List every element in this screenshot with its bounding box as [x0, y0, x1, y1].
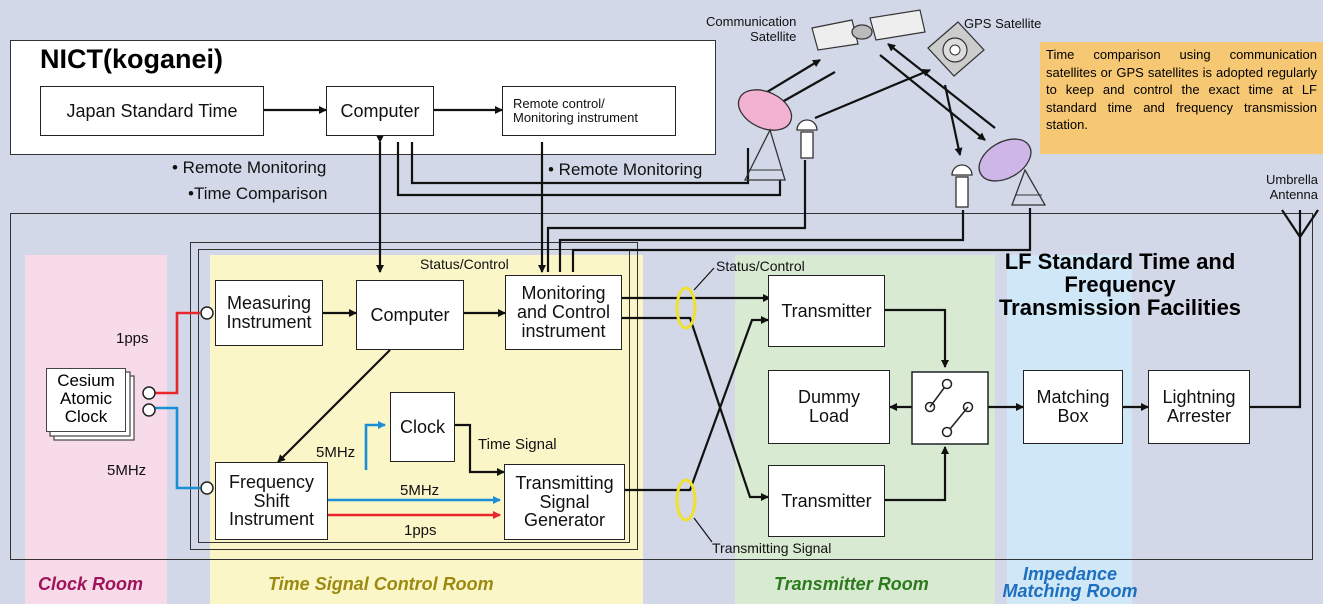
facility-computer-box: Computer — [356, 280, 464, 350]
gps-receiver-icons — [796, 119, 973, 208]
clock-box: Clock — [390, 392, 455, 462]
transmitter-bottom-label: Transmitter — [781, 490, 872, 511]
japan-standard-time-box: Japan Standard Time — [40, 86, 264, 136]
time-signal-label: Time Signal — [478, 436, 557, 453]
transmitter-bottom-box: Transmitter — [768, 465, 885, 537]
dummy-line2: Load — [808, 406, 850, 426]
remote-monitoring-right-label: • Remote Monitoring — [548, 160, 703, 179]
comm-satellite-label: Communication Satellite — [706, 14, 796, 44]
frequency-shift-box: Frequency Shift Instrument — [215, 462, 328, 540]
gps-satellite-label: GPS Satellite — [964, 16, 1042, 31]
gen-line3: Generator — [523, 510, 606, 531]
cesium-line2: Atomic — [60, 388, 112, 408]
measuring-line2: Instrument — [226, 312, 312, 332]
facility-computer-label: Computer — [370, 304, 450, 325]
impedance-line2: Matching Room — [1002, 581, 1138, 602]
satellite-dish-right-icon — [978, 138, 1047, 206]
monitoring-line3: instrument — [521, 320, 606, 341]
remote-line2: Monitoring instrument — [513, 110, 638, 125]
status-control-inner-label: Status/Control — [420, 256, 509, 272]
dummy-load-box: Dummy Load — [768, 370, 890, 444]
facility-header-band — [11, 214, 1312, 254]
pps-left-label: 1pps — [116, 330, 149, 347]
facility-title: LF Standard Time and Frequency Transmiss… — [970, 250, 1270, 319]
comm-sat-line2: Satellite — [750, 29, 797, 44]
freq-line3: Instrument — [228, 509, 315, 530]
impedance-room-label: Impedance Matching Room — [985, 564, 1155, 602]
umbrella-line1: Umbrella — [1265, 172, 1318, 187]
cesium-line3: Clock — [64, 406, 108, 426]
mhz-left-label: 5MHz — [107, 462, 147, 479]
transmitter-room-label: Transmitter Room — [774, 574, 929, 594]
remote-line1: Remote control/ — [513, 96, 605, 112]
mhz-gen-label: 5MHz — [400, 482, 440, 499]
facility-frame — [10, 213, 1313, 560]
mhz-clock-label: 5MHz — [316, 444, 356, 461]
jst-label: Japan Standard Time — [66, 100, 238, 121]
clock-label: Clock — [399, 416, 445, 437]
measuring-instrument-box: Measuring Instrument — [215, 280, 323, 346]
umbrella-antenna-label: Umbrella Antenna — [1258, 172, 1318, 202]
matching-line1: Matching — [1036, 387, 1110, 408]
measuring-line1: Measuring — [226, 293, 312, 314]
comm-sat-line1: Communication — [706, 14, 797, 29]
freq-line1: Frequency — [228, 471, 315, 492]
transmitting-signal-label: Transmitting Signal — [712, 540, 832, 556]
signal-generator-box: Transmitting Signal Generator — [504, 464, 625, 540]
matching-line2: Box — [1057, 406, 1089, 426]
facility-title-line1: LF Standard Time and — [1004, 249, 1236, 274]
monitoring-line1: Monitoring — [521, 283, 606, 304]
arrester-line1: Lightning — [1162, 387, 1236, 408]
pps-gen-label: 1pps — [404, 522, 437, 539]
time-comparison-label: •Time Comparison — [188, 184, 328, 203]
umbrella-line2: Antenna — [1269, 187, 1318, 202]
gen-line1: Transmitting — [515, 472, 614, 493]
nict-computer-box: Computer — [326, 86, 434, 136]
transmitter-top-label: Transmitter — [781, 300, 872, 321]
communication-satellite-icon — [811, 9, 926, 51]
gps-satellite-icon — [927, 21, 985, 77]
status-control-outer-label: Status/Control — [716, 258, 805, 274]
remote-control-box: Remote control/ Monitoring instrument — [502, 86, 676, 136]
monitoring-line2: and Control — [516, 302, 611, 323]
lightning-arrester-box: Lightning Arrester — [1148, 370, 1250, 444]
arrester-line2: Arrester — [1166, 406, 1231, 426]
satellite-note: Time comparison using communication sate… — [1040, 42, 1323, 154]
facility-title-line2: Frequency — [1064, 272, 1176, 298]
freq-line2: Shift — [253, 490, 290, 511]
satellite-dish-left-icon — [737, 89, 793, 181]
dummy-line1: Dummy — [798, 387, 860, 408]
gen-line2: Signal — [539, 491, 590, 512]
remote-monitoring-left-label: • Remote Monitoring — [172, 158, 327, 177]
cesium-line1: Cesium — [57, 371, 115, 390]
clock-room-label: Clock Room — [38, 574, 144, 594]
time-signal-room-label: Time Signal Control Room — [268, 574, 494, 594]
matching-box: Matching Box — [1023, 370, 1123, 444]
monitoring-control-box: Monitoring and Control instrument — [505, 275, 622, 350]
facility-title-line3: Transmission Facilities — [998, 295, 1242, 321]
cesium-clock-box: Cesium Atomic Clock — [46, 368, 126, 432]
nict-computer-label: Computer — [340, 100, 420, 121]
impedance-line1: Impedance — [1022, 564, 1118, 584]
nict-title: NICT(koganei) — [40, 44, 224, 74]
transmitter-top-box: Transmitter — [768, 275, 885, 347]
